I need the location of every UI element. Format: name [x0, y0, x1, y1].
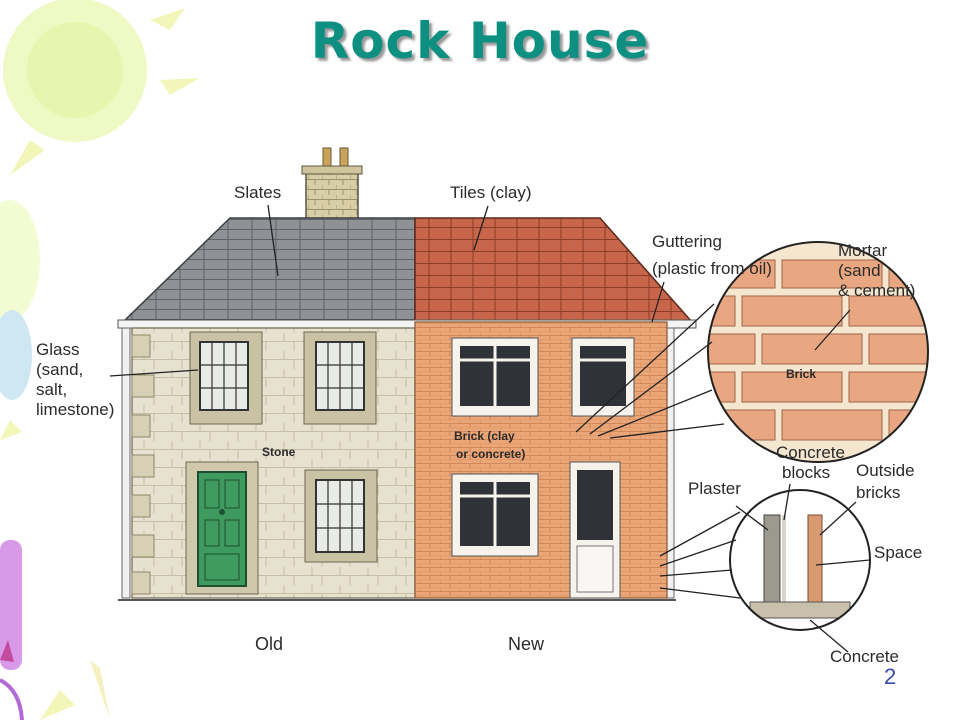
label-glass-line4: limestone)	[36, 400, 114, 419]
decorative-arc-mid	[0, 200, 40, 320]
label-outside-bricks-line1: Outside	[856, 461, 915, 480]
leader-lines	[109, 204, 871, 653]
tile-roof	[414, 217, 694, 323]
old-window-bottom	[304, 469, 378, 563]
stone-quoins	[131, 334, 155, 595]
label-outside-bricks-line2: bricks	[856, 483, 900, 502]
label-concrete-blocks-line2: blocks	[782, 463, 830, 482]
new-window-top-left	[451, 337, 539, 417]
label-mortar-line3: & cement)	[838, 281, 915, 300]
label-glass-line3: salt,	[36, 380, 67, 399]
decorative-ray	[40, 690, 75, 720]
label-space: Space	[874, 543, 922, 562]
slide-title: Rock House	[310, 12, 650, 70]
new-window-top-right	[571, 337, 635, 417]
label-plaster: Plaster	[688, 479, 741, 498]
label-guttering-line2: (plastic from oil)	[652, 259, 772, 278]
label-old: Old	[255, 634, 283, 654]
decorative-purple-bar	[0, 540, 22, 670]
decorative-ray	[150, 8, 185, 30]
front-door	[185, 461, 259, 595]
label-tiles: Tiles (clay)	[450, 183, 532, 202]
slide-number: 2	[884, 664, 897, 689]
old-window-top-right	[303, 331, 377, 425]
decorative-ray	[160, 78, 200, 95]
downpipe-left	[121, 327, 131, 599]
label-stone: Stone	[262, 445, 296, 459]
new-window-bottom	[451, 473, 539, 557]
decorative-ray	[0, 420, 22, 440]
decorative-ray	[90, 660, 110, 720]
decorative-circle-top-inner	[27, 22, 123, 118]
new-door	[569, 461, 621, 599]
label-new: New	[508, 634, 545, 654]
slate-roof	[123, 217, 416, 321]
decorative-purple-arc	[0, 678, 24, 720]
old-window-top-left	[189, 331, 263, 425]
label-slates: Slates	[234, 183, 281, 202]
label-mortar-line1: Mortar	[838, 241, 887, 260]
label-guttering-line1: Guttering	[652, 232, 722, 251]
brick-detail-circle	[707, 241, 929, 463]
label-brick-house-line2: or concrete)	[456, 447, 525, 461]
wall-section-circle	[729, 489, 871, 631]
decorative-ray	[0, 640, 14, 662]
label-concrete: Concrete	[830, 647, 899, 666]
label-glass-line2: (sand,	[36, 360, 83, 379]
decorative-blue-shape	[0, 310, 32, 400]
label-glass-line1: Glass	[36, 340, 79, 359]
label-brick-house-line1: Brick (clay	[454, 429, 515, 443]
label-brick-detail: Brick	[786, 367, 816, 381]
label-concrete-blocks-line1: Concrete	[776, 443, 845, 462]
decorative-ray	[10, 140, 45, 175]
label-mortar-line2: (sand	[838, 261, 881, 280]
